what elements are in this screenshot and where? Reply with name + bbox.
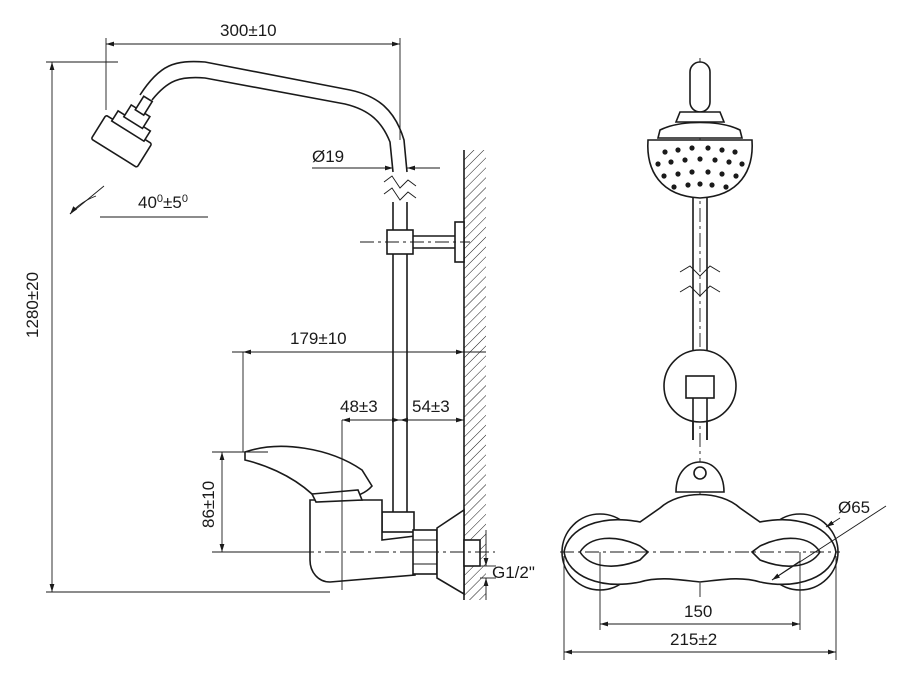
dim-179: 179±10: [232, 329, 486, 452]
dim-thread: G1/2": [480, 530, 535, 600]
lever-side: [244, 445, 373, 503]
wall: [463, 150, 486, 600]
label-flange-diameter: Ø65: [838, 498, 870, 517]
dim-1280: 1280±20: [23, 61, 330, 593]
label-overall-width: 215±2: [670, 630, 717, 649]
label-total-height: 1280±20: [23, 272, 42, 338]
wall-bracket-front: [663, 349, 737, 440]
shower-arm: [139, 60, 408, 173]
label-pipe-diameter: Ø19: [312, 147, 344, 166]
label-left-offset: 48±3: [340, 397, 378, 416]
dim-215: 215±2: [563, 556, 837, 660]
label-tilt-angle: 40: [138, 193, 157, 212]
shower-head-front: [647, 61, 753, 199]
side-view: 300±10 1280±20 400±50 Ø19 179±10: [23, 21, 535, 600]
mixer-body-front: [560, 461, 840, 591]
label-tilt-tolerance-deg: 0: [182, 193, 188, 205]
shower-nozzles: [655, 145, 745, 190]
pipe-break-upper: [383, 175, 417, 201]
label-spout-height: 86±10: [199, 481, 218, 528]
label-spout-length: 179±10: [290, 329, 347, 348]
front-view: 150 215±2 Ø65: [560, 58, 887, 660]
dim-48-54: 48±3 54±3: [340, 397, 464, 590]
label-thread-size: G1/2": [492, 563, 535, 582]
label-tilt-angle-deg: 0: [157, 193, 163, 205]
shower-head-side: [91, 95, 154, 168]
dim-flange: Ø65: [771, 498, 887, 581]
dim-pipe-diameter: Ø19: [312, 147, 440, 171]
mixer-body-side: [300, 499, 495, 596]
dim-angle: 400±50: [69, 185, 208, 218]
label-right-offset: 54±3: [412, 397, 450, 416]
dim-300: 300±10: [105, 21, 401, 140]
dim-86: 86±10: [199, 451, 300, 553]
wall-bracket: [360, 221, 470, 263]
label-tilt-tolerance: ±5: [163, 193, 182, 212]
svg-text:400±50: 400±50: [138, 193, 188, 212]
dim-150: 150: [599, 552, 801, 630]
label-arm-reach: 300±10: [220, 21, 277, 40]
label-inlet-spacing: 150: [684, 602, 712, 621]
